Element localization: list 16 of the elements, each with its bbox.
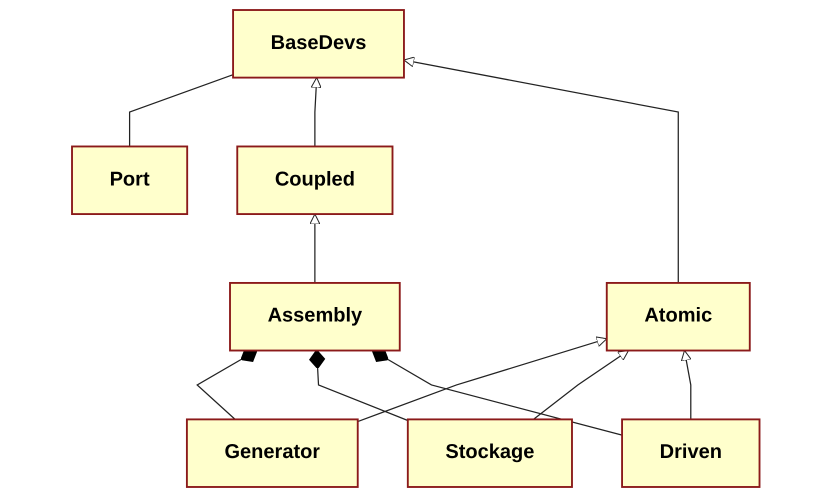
class-box: Atomic xyxy=(606,282,751,352)
connector-line xyxy=(404,56,680,283)
connector-line xyxy=(310,77,322,146)
connector-line xyxy=(310,350,408,422)
class-box: Assembly xyxy=(229,282,401,352)
class-box: Driven xyxy=(621,418,761,488)
class-box: Port xyxy=(71,146,188,216)
class-box: Stockage xyxy=(407,418,574,488)
connector-line xyxy=(533,350,630,420)
class-box: BaseDevs xyxy=(232,9,406,79)
class-box: Coupled xyxy=(236,146,394,216)
connector-line xyxy=(310,214,321,283)
connector-line xyxy=(129,74,234,146)
connector-line xyxy=(681,350,692,420)
class-box: Generator xyxy=(186,418,359,488)
connector-line xyxy=(358,336,608,422)
